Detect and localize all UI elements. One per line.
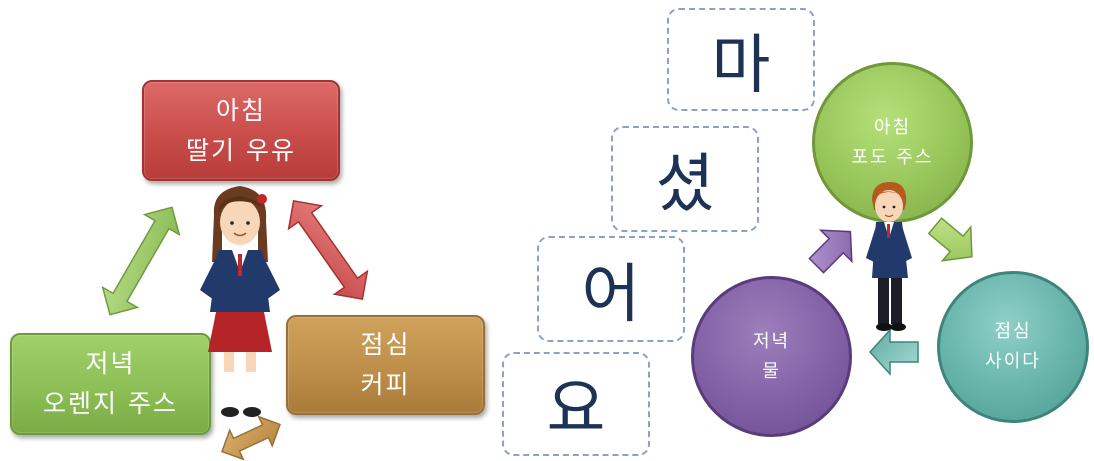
green-double-arrow (101, 206, 181, 316)
dinner-circle-label: 저녁 (752, 330, 791, 352)
dinner-circle: 저녁 물 (691, 276, 852, 437)
lunch-drink: 커피 (360, 370, 411, 399)
breakfast-drink: 딸기 우유 (186, 135, 296, 165)
gold-double-arrow (221, 415, 281, 461)
syllable-box-3: 어 (537, 236, 685, 342)
lunch-box: 점심 커피 (286, 315, 485, 415)
red-double-arrow (287, 199, 369, 301)
breakfast-circle-label: 아침 (873, 116, 912, 138)
lunch-label: 점심 (360, 330, 411, 359)
girl-student-icon (200, 186, 280, 417)
lunch-circle: 점심 사이다 (937, 271, 1089, 423)
syllable-box-2: 셨 (611, 126, 759, 232)
breakfast-box: 아침 딸기 우유 (142, 80, 340, 181)
syllable-2: 셨 (655, 148, 715, 222)
syllable-box-1: 마 (667, 8, 815, 111)
breakfast-label: 아침 (215, 95, 266, 125)
dinner-drink: 오렌지 주스 (43, 389, 178, 418)
dinner-circle-drink: 물 (762, 360, 781, 382)
dinner-box: 저녁 오렌지 주스 (10, 333, 211, 435)
syllable-box-4: 요 (502, 352, 650, 456)
lunch-circle-label: 점심 (994, 321, 1032, 342)
dinner-label: 저녁 (85, 349, 136, 378)
syllable-4: 요 (546, 373, 606, 447)
breakfast-circle: 아침 포도 주스 (812, 62, 973, 223)
lunch-circle-drink: 사이다 (985, 351, 1041, 372)
syllable-1: 마 (711, 28, 771, 103)
breakfast-circle-drink: 포도 주스 (851, 146, 934, 168)
syllable-3: 어 (581, 258, 641, 332)
